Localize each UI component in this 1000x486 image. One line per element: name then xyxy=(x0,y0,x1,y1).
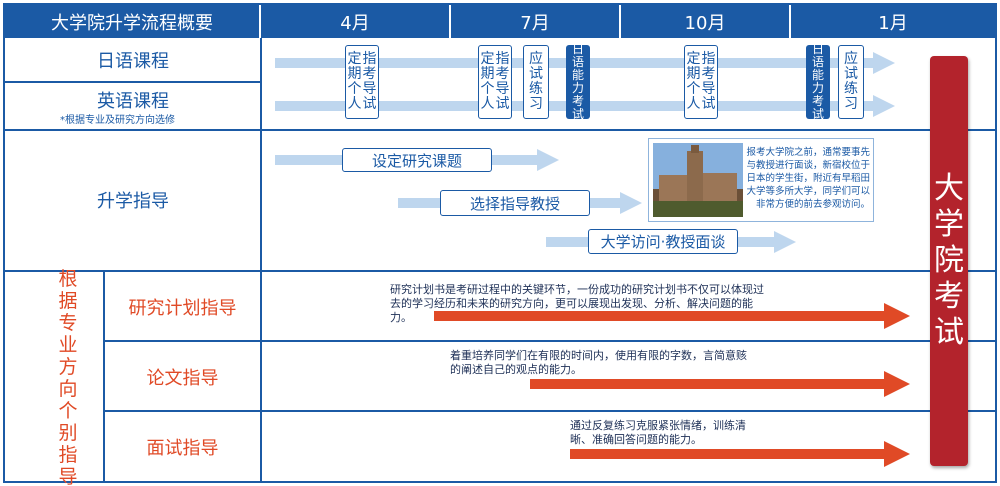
header-month-1: 1月 xyxy=(791,5,995,38)
research-description: 研究计划书是考研过程中的关键环节，一份成功的研究计划书不仅可以体现过去的学习经历… xyxy=(390,283,764,324)
visit-info-text: 报考大学院之前，通常要事先与教授进行面谈，新宿校位于日本的学生街，附近有早稻田大… xyxy=(746,147,870,210)
row-label-guidance: 升学指导 xyxy=(97,191,169,212)
interview-arrowhead xyxy=(884,441,910,467)
row-label-individual-guidance: 根据专业方向个别指导 xyxy=(58,268,78,486)
row-label-english: 英语课程 xyxy=(97,91,169,112)
mock-test-box: 应试练习 xyxy=(838,45,864,119)
interview-arrow xyxy=(570,449,886,459)
row-divider xyxy=(5,270,995,272)
row-divider xyxy=(5,129,995,131)
japanese-course-arrowhead xyxy=(873,52,895,74)
row-divider xyxy=(103,410,995,412)
jlpt-test-box: 日语能力考试 xyxy=(566,43,590,121)
row-label-interview: 面试指导 xyxy=(146,438,219,459)
graduate-exam-bar: 大学院考试 xyxy=(930,56,968,466)
header-month-7: 7月 xyxy=(451,5,621,38)
choose-professor-arrowhead xyxy=(620,192,642,214)
choose-professor-box: 选择指导教授 xyxy=(440,190,590,216)
visit-arrowhead xyxy=(774,231,796,253)
regular-test-box: 定期个人指考导试 xyxy=(478,45,512,119)
row-label-japanese: 日语课程 xyxy=(97,51,169,72)
thesis-arrowhead xyxy=(884,371,910,397)
header-month-4: 4月 xyxy=(261,5,451,38)
column-divider xyxy=(260,38,262,483)
row-label-research: 研究计划指导 xyxy=(128,298,237,319)
row-label-thesis: 论文指导 xyxy=(146,368,219,389)
header-month-10: 10月 xyxy=(621,5,791,38)
research-arrowhead xyxy=(884,303,910,329)
set-topic-box: 设定研究课题 xyxy=(342,148,492,172)
thesis-description: 着重培养同学们在有限的时间内，使用有限的字数，言简意赅的阐述自己的观点的能力。 xyxy=(450,349,747,376)
university-photo xyxy=(653,143,743,217)
research-arrow xyxy=(434,311,886,321)
regular-test-box: 定期个人指考导试 xyxy=(684,45,718,119)
jlpt-test-box: 日语能力考试 xyxy=(806,43,830,121)
regular-test-box: 定期个人指考导试 xyxy=(345,45,379,119)
english-course-arrowhead xyxy=(873,95,895,117)
mock-test-box: 应试练习 xyxy=(523,45,549,119)
set-topic-arrowhead xyxy=(537,149,559,171)
row-divider xyxy=(103,340,995,342)
english-elective-note: *根据专业及研究方向选修 xyxy=(60,115,175,126)
column-divider xyxy=(103,270,105,483)
header-title: 大学院升学流程概要 xyxy=(5,5,261,38)
interview-description: 通过反复练习克服紧张情绪，训练清晰、准确回答问题的能力。 xyxy=(570,419,746,446)
visit-box: 大学访问·教授面谈 xyxy=(588,229,738,254)
row-divider xyxy=(5,81,261,83)
thesis-arrow xyxy=(530,379,886,389)
